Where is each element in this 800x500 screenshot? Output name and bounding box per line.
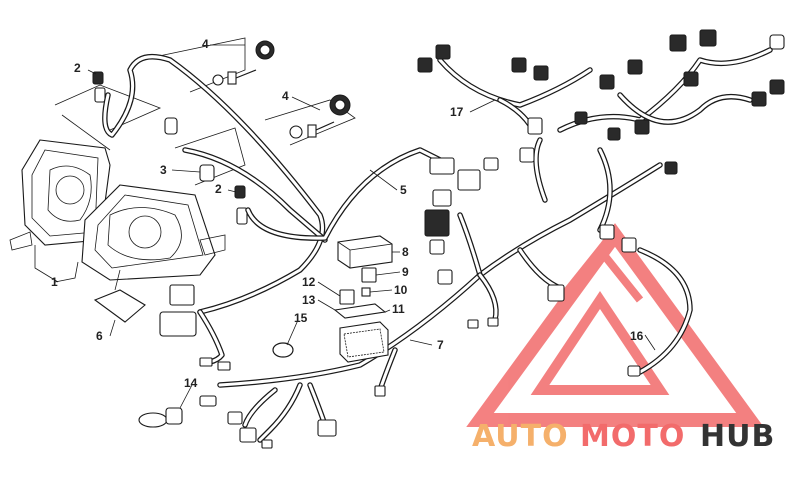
connectors bbox=[159, 29, 785, 449]
callout-16: 16 bbox=[630, 329, 644, 343]
callout-12: 12 bbox=[302, 275, 316, 289]
main-harness-7 bbox=[217, 137, 663, 443]
callout-2b: 2 bbox=[215, 182, 222, 196]
bulb-socket-lower bbox=[199, 164, 248, 225]
bulb-socket-upper bbox=[92, 71, 178, 135]
decal-6 bbox=[93, 269, 146, 323]
watermark-part-c: HUB bbox=[700, 419, 775, 454]
relay-box-8 bbox=[337, 235, 393, 269]
callout-6: 6 bbox=[96, 329, 103, 343]
callout-14: 14 bbox=[184, 376, 198, 390]
callout-9: 9 bbox=[402, 265, 409, 279]
callout-7: 7 bbox=[437, 338, 444, 352]
callout-10: 10 bbox=[394, 283, 408, 297]
callout-labels: 1 2 2 3 4 4 5 6 7 8 9 10 11 12 13 14 15 … bbox=[51, 37, 644, 390]
fuse-10 bbox=[361, 287, 371, 297]
adjuster-upper bbox=[212, 40, 275, 86]
watermark-part-a: AUTO bbox=[472, 419, 569, 454]
callout-17: 17 bbox=[450, 105, 464, 119]
fuse-box-11 bbox=[339, 321, 389, 363]
relay-12 bbox=[339, 289, 355, 305]
watermark-part-b: MOTO bbox=[580, 419, 685, 454]
callout-15: 15 bbox=[294, 311, 308, 325]
headlight-harness-5 bbox=[102, 53, 453, 365]
callout-4b: 4 bbox=[282, 89, 289, 103]
callout-11: 11 bbox=[392, 302, 405, 316]
fuse-block-13 bbox=[333, 303, 387, 319]
callout-4a: 4 bbox=[202, 37, 209, 51]
relay-9 bbox=[361, 267, 377, 283]
leader-lines bbox=[87, 44, 656, 409]
callout-2a: 2 bbox=[74, 61, 81, 75]
rear-harness-17 bbox=[437, 47, 773, 233]
callout-8: 8 bbox=[402, 245, 409, 259]
callout-1: 1 bbox=[51, 275, 58, 289]
callout-5: 5 bbox=[400, 183, 407, 197]
watermark-text: AUTO MOTO HUB bbox=[472, 419, 775, 454]
ring-15 bbox=[272, 342, 294, 358]
headlight-right bbox=[81, 184, 226, 281]
sensor-14 bbox=[138, 407, 183, 428]
callout-3: 3 bbox=[160, 163, 167, 177]
adjuster-lower bbox=[289, 94, 351, 139]
harness-16 bbox=[637, 247, 693, 375]
watermark-logo bbox=[466, 223, 764, 427]
callout-13: 13 bbox=[302, 293, 316, 307]
